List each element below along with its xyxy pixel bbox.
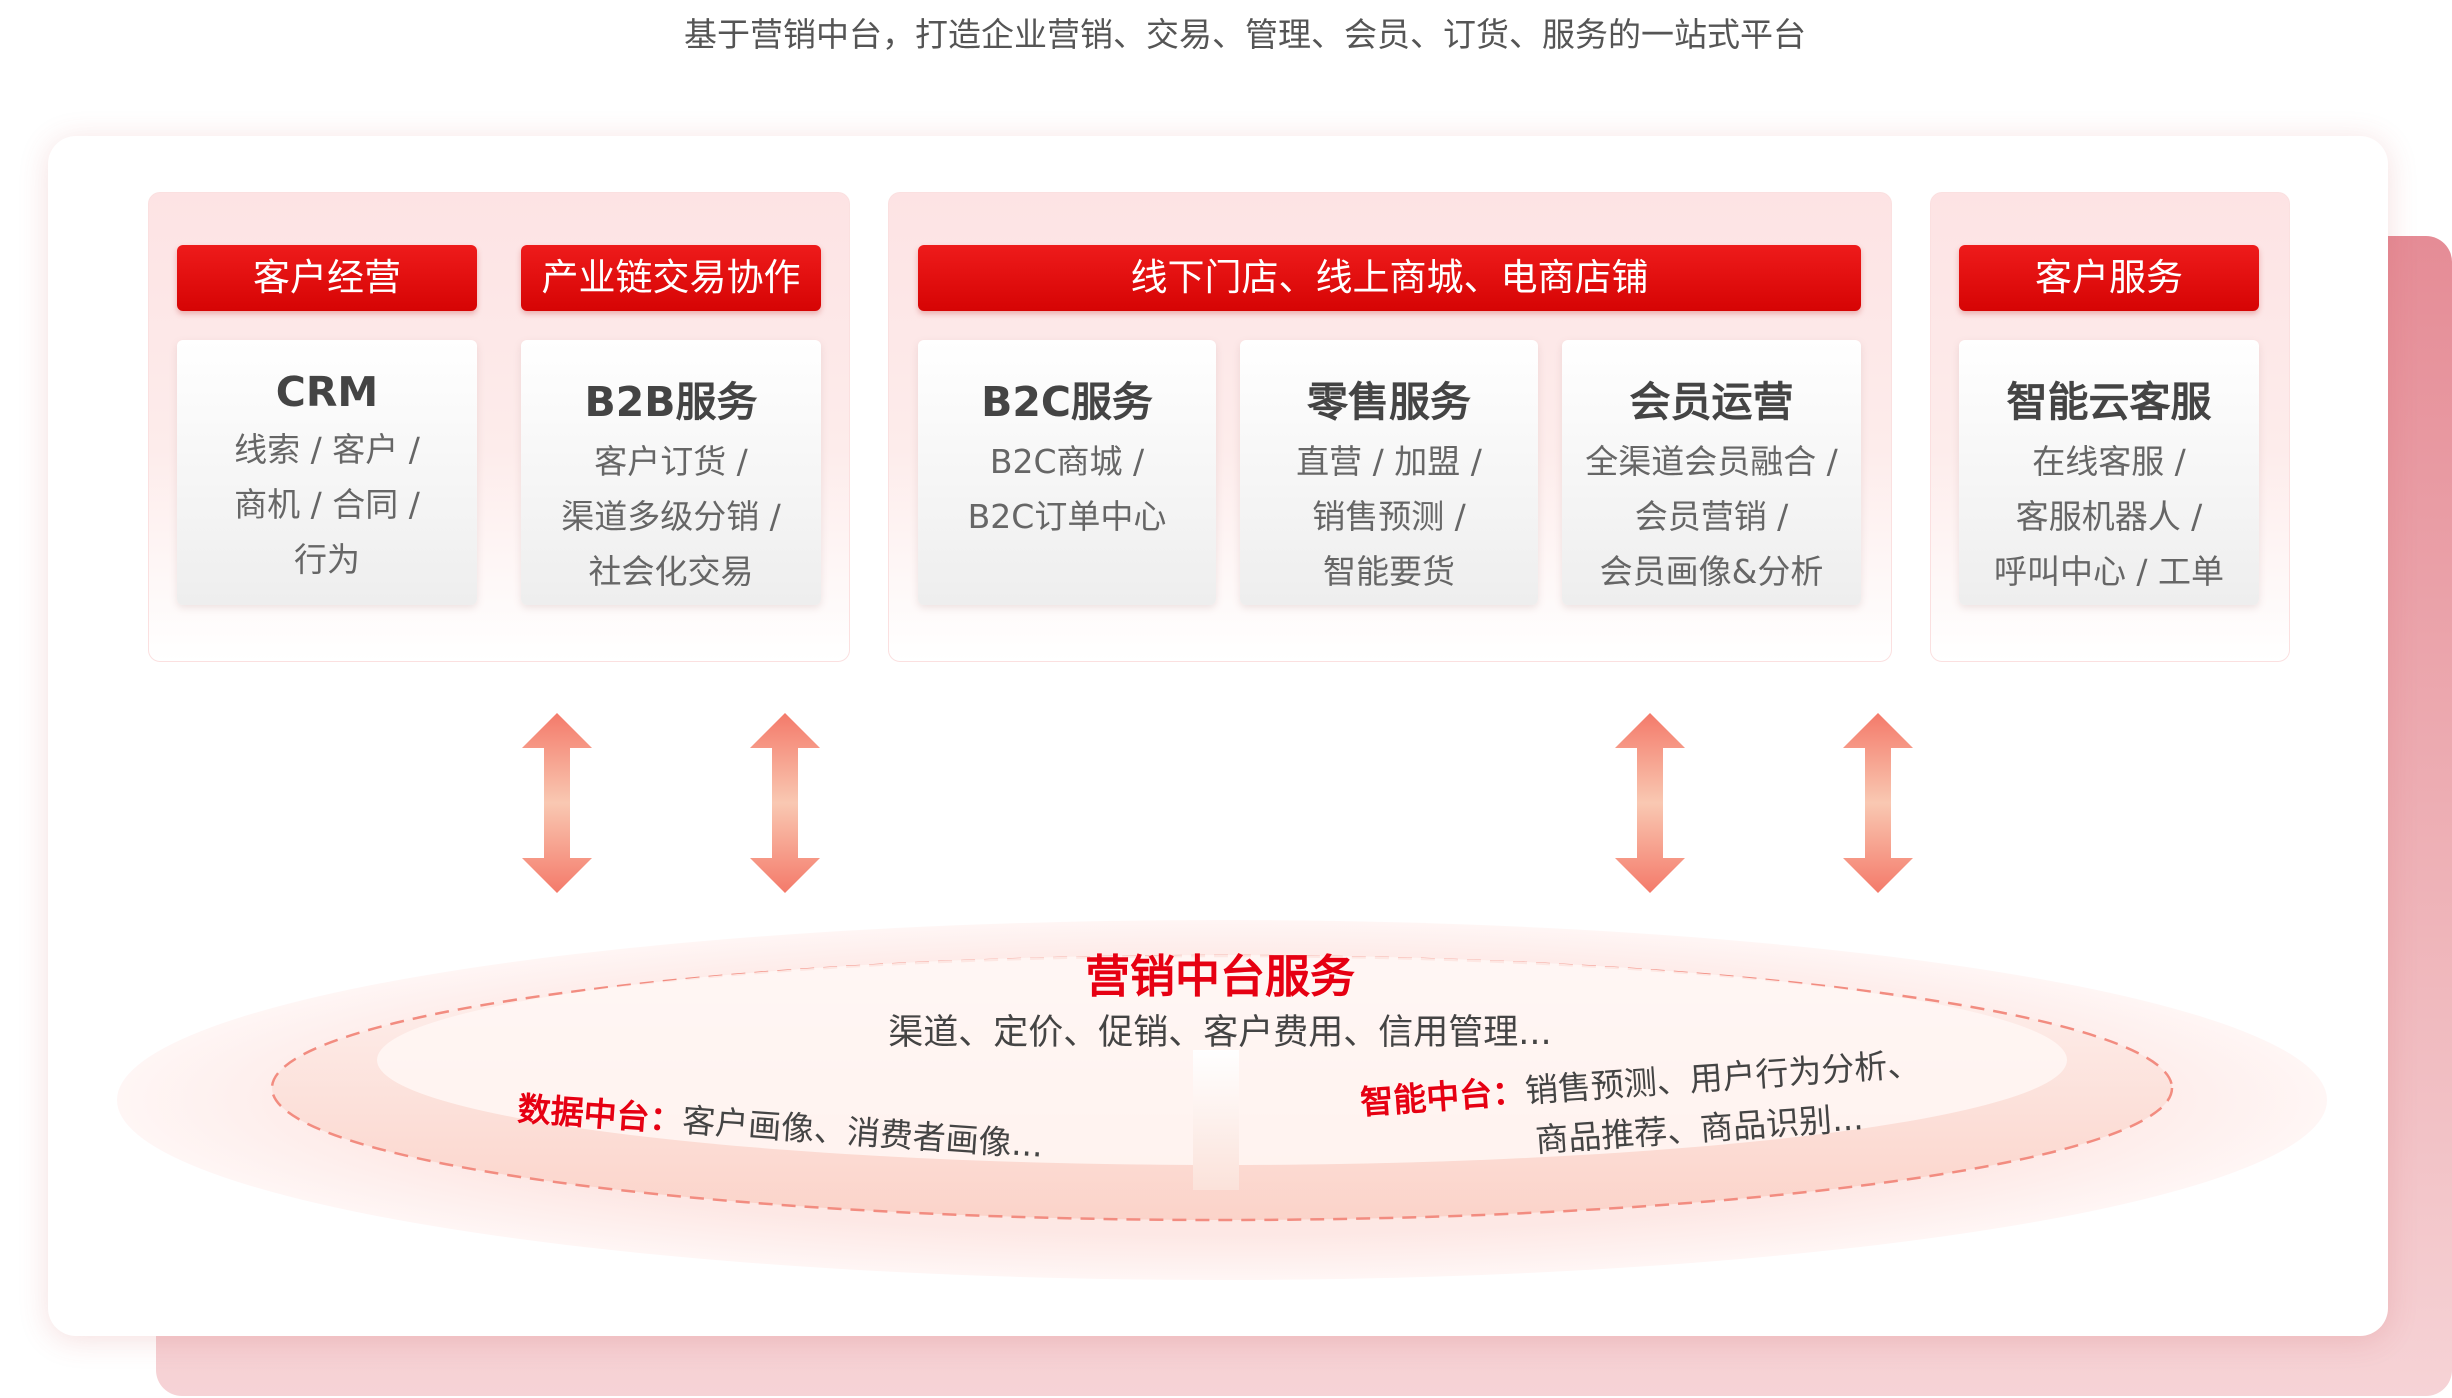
card-line: 智能要货: [1323, 552, 1455, 591]
card-title: 零售服务: [1307, 378, 1471, 426]
card-title: 会员运营: [1629, 378, 1794, 426]
ai-center-label: 智能中台：: [1359, 1071, 1527, 1123]
header-industry-chain: 产业链交易协作: [521, 245, 821, 311]
card-line: 社会化交易: [588, 552, 754, 591]
card-line: 全渠道会员融合 /: [1585, 442, 1838, 481]
card-b2c: B2C服务 B2C商城 / B2C订单中心: [918, 340, 1216, 605]
card-line: B2C商城 /: [989, 442, 1145, 481]
sync-arrow-icon: [522, 713, 592, 893]
card-membership: 会员运营 全渠道会员融合 / 会员营销 / 会员画像&分析: [1562, 340, 1861, 605]
card-line: 客户订货 /: [594, 442, 748, 481]
card-line: 客服机器人 /: [2015, 497, 2203, 536]
platform-title: 营销中台服务: [1084, 950, 1355, 1003]
platform-ellipse: [117, 920, 2327, 1280]
card-title: B2B服务: [584, 378, 758, 426]
card-line: 渠道多级分销 /: [561, 497, 781, 536]
card-line: 会员营销 /: [1634, 497, 1789, 536]
card-title: CRM: [275, 368, 379, 416]
card-smart-service: 智能云客服 在线客服 / 客服机器人 / 呼叫中心 / 工单: [1959, 340, 2259, 605]
card-title: 智能云客服: [2006, 378, 2212, 426]
card-line: 行为: [294, 540, 360, 579]
sync-arrow-icon: [1615, 713, 1685, 893]
card-title: B2C服务: [981, 378, 1153, 426]
card-crm: CRM 线索 / 客户 / 商机 / 合同 / 行为: [177, 340, 477, 605]
header-customer-operation: 客户经营: [177, 245, 477, 311]
sync-arrow-icon: [750, 713, 820, 893]
header-retail-channels: 线下门店、线上商城、电商店铺: [918, 245, 1861, 311]
card-b2b: B2B服务 客户订货 / 渠道多级分销 / 社会化交易: [521, 340, 821, 605]
header-customer-service: 客户服务: [1959, 245, 2259, 311]
card-line: 会员画像&分析: [1599, 552, 1824, 591]
page-subtitle: 基于营销中台，打造企业营销、交易、管理、会员、订货、服务的一站式平台: [684, 15, 1806, 54]
card-retail: 零售服务 直营 / 加盟 / 销售预测 / 智能要货: [1240, 340, 1538, 605]
card-line: 线索 / 客户 /: [234, 430, 420, 469]
sync-arrow-icon: [1843, 713, 1913, 893]
card-line: 在线客服 /: [2032, 442, 2186, 481]
card-line: 呼叫中心 / 工单: [1993, 552, 2225, 591]
card-line: 直营 / 加盟 /: [1296, 442, 1482, 481]
card-line: 销售预测 /: [1312, 497, 1466, 536]
card-line: B2C订单中心: [967, 497, 1167, 536]
platform-subtitle: 渠道、定价、促销、客户费用、信用管理...: [888, 1013, 1552, 1053]
card-line: 商机 / 合同 /: [234, 485, 420, 524]
